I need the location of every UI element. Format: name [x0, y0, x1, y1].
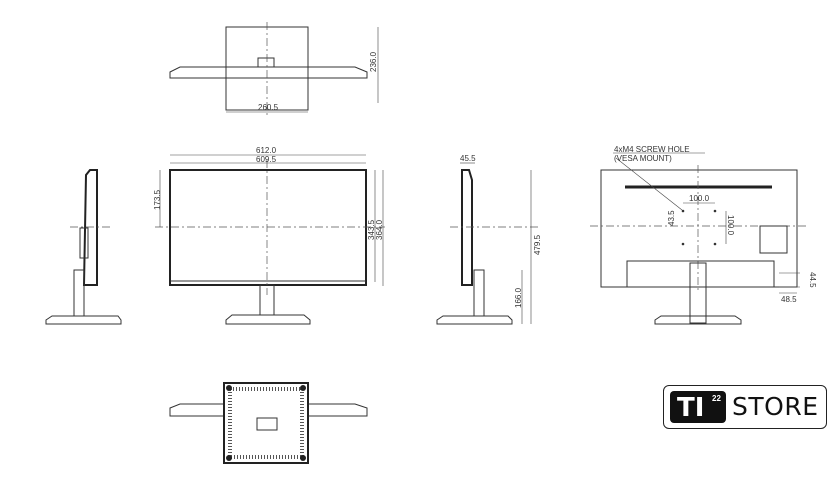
dim-center-height: 173.5: [153, 189, 162, 210]
note-screw-hole: 4xM4 SCREW HOLE: [614, 145, 690, 154]
ti22-store-logo: TI 22 STORE: [663, 385, 827, 429]
rear-view: 100.0 100.0 43.5 4xM4 SCREW HOLE (VESA M…: [590, 145, 817, 325]
dim-overall-width: 612.0: [256, 146, 277, 155]
dim-panel-width: 609.5: [256, 155, 277, 164]
dim-base-width: 260.5: [258, 103, 279, 112]
dim-port-height: 44.5: [808, 272, 817, 288]
dim-vesa-offset: 43.5: [667, 210, 676, 226]
dim-overall-height: 364.0: [375, 219, 384, 240]
dim-panel-height: 343.5: [367, 219, 376, 240]
dim-total-height: 479.5: [533, 234, 542, 255]
dim-thickness: 45.5: [460, 154, 476, 163]
note-vesa-mount: (VESA MOUNT): [614, 154, 672, 163]
dim-port-offset: 48.5: [781, 295, 797, 304]
top-view: 260.5 236.0: [169, 22, 379, 115]
dim-min-height: 166.0: [514, 287, 523, 308]
logo-store-text: STORE: [732, 392, 819, 421]
logo-brand: TI: [677, 393, 705, 423]
logo-badge: TI 22: [670, 391, 726, 423]
left-side-view: [45, 169, 122, 325]
logo-superscript: 22: [712, 394, 721, 403]
dim-vesa-h: 100.0: [689, 194, 710, 203]
dim-depth: 236.0: [369, 51, 378, 72]
bottom-view: [169, 382, 368, 464]
front-view: 612.0 609.5 173.5 343.5 364.0: [153, 146, 385, 325]
dim-vesa-v: 100.0: [726, 215, 735, 236]
right-side-view: 45.5 479.5 166.0: [436, 154, 542, 325]
